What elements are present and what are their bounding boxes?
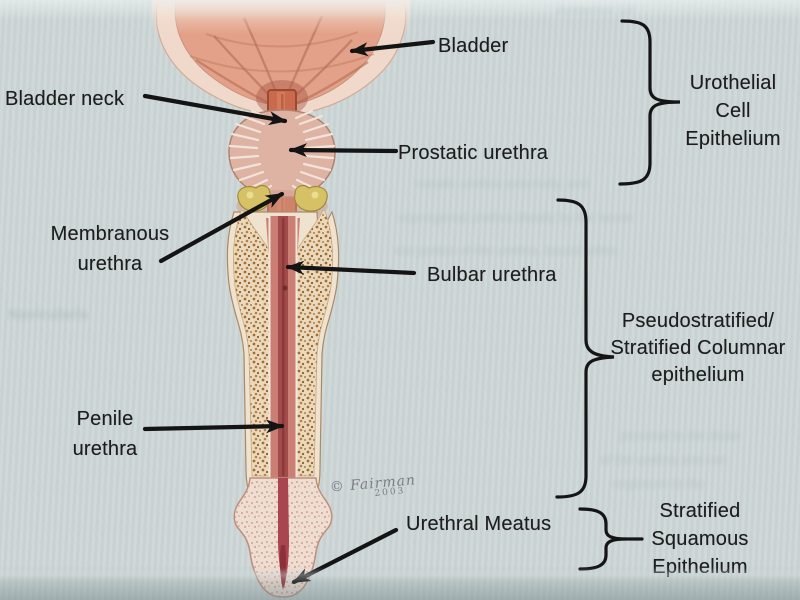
membranous-urethra-arrow [158,191,285,264]
columnar-zone-brace [555,198,615,499]
bleed-through-text: of the urethra and can [600,452,728,467]
prostate-shape [228,109,336,198]
page-top-fade [0,0,800,20]
page-bottom-shadow [0,566,800,600]
penile-shaft-shape [226,209,340,497]
bladder-neck-arrow [142,93,288,126]
label-columnar-epithelium: Pseudostratified/ Stratified Columnar ep… [610,310,786,386]
squamous-zone-brace [578,507,627,571]
bleed-through-text: est portion of the urethra, bound within [396,243,618,258]
bulbar-urethra-arrow [285,260,417,276]
bleed-through-text: rostatic urethra externally, and [415,176,589,191]
bladder-arrow [349,39,436,57]
label-urothelial-epithelium: Urothelial Cell Epithelium [685,72,781,150]
bleed-through-text: Navicularis [8,306,89,323]
label-bladder: Bladder [438,35,509,57]
label-penile-urethra: Penile urethra [72,408,138,460]
bleed-through-text: ongiosum to the [612,476,705,491]
label-urethral-meatus: Urethral Meatus [406,513,552,535]
label-bladder-neck: Bladder neck [5,88,125,110]
bleed-through-text: proximal to the distal [620,428,740,443]
prostatic-urethra-arrow [288,143,399,158]
bleed-through-text: ospongiosal urethra distally by the seco… [398,210,633,225]
leader-arrows [142,39,436,585]
penile-urethra-arrow [142,419,285,434]
urothelial-zone-brace [618,19,681,186]
label-membranous-urethra: Membranous urethra [50,223,170,275]
label-bulbar-urethra: Bulbar urethra [427,264,557,286]
label-prostatic-urethra: Prostatic urethra [398,142,549,164]
